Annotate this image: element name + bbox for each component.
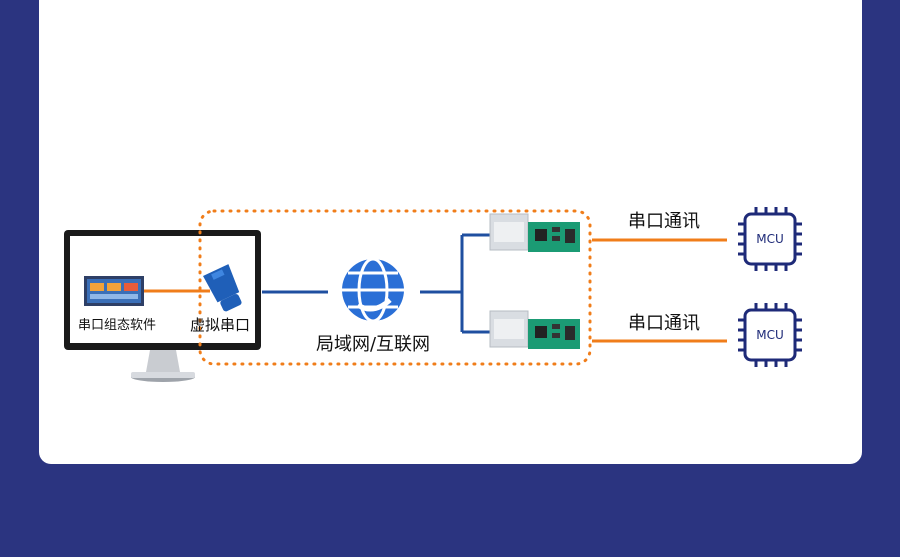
serial-server-module-icon (489, 310, 580, 349)
globe-network-icon (342, 257, 404, 323)
serial-connector-icon (203, 264, 242, 312)
serial-server-module-icon (489, 213, 580, 252)
serial-software-label: 串口组态软件 (78, 318, 156, 333)
mcu-chip-icon: MCU (738, 303, 802, 367)
mcu-chip-icon: MCU (738, 207, 802, 271)
mcu-label-1: MCU (756, 232, 784, 246)
mcu-label-2: MCU (756, 328, 784, 342)
serial-comm-label-1: 串口通讯 (628, 211, 700, 232)
serial-comm-label-2: 串口通讯 (628, 313, 700, 334)
software-thumbnail-icon (84, 276, 144, 306)
virtual-link-boundary (198, 209, 592, 366)
virtual-serial-label: 虚拟串口 (190, 316, 250, 334)
network-label: 局域网/互联网 (316, 334, 430, 355)
